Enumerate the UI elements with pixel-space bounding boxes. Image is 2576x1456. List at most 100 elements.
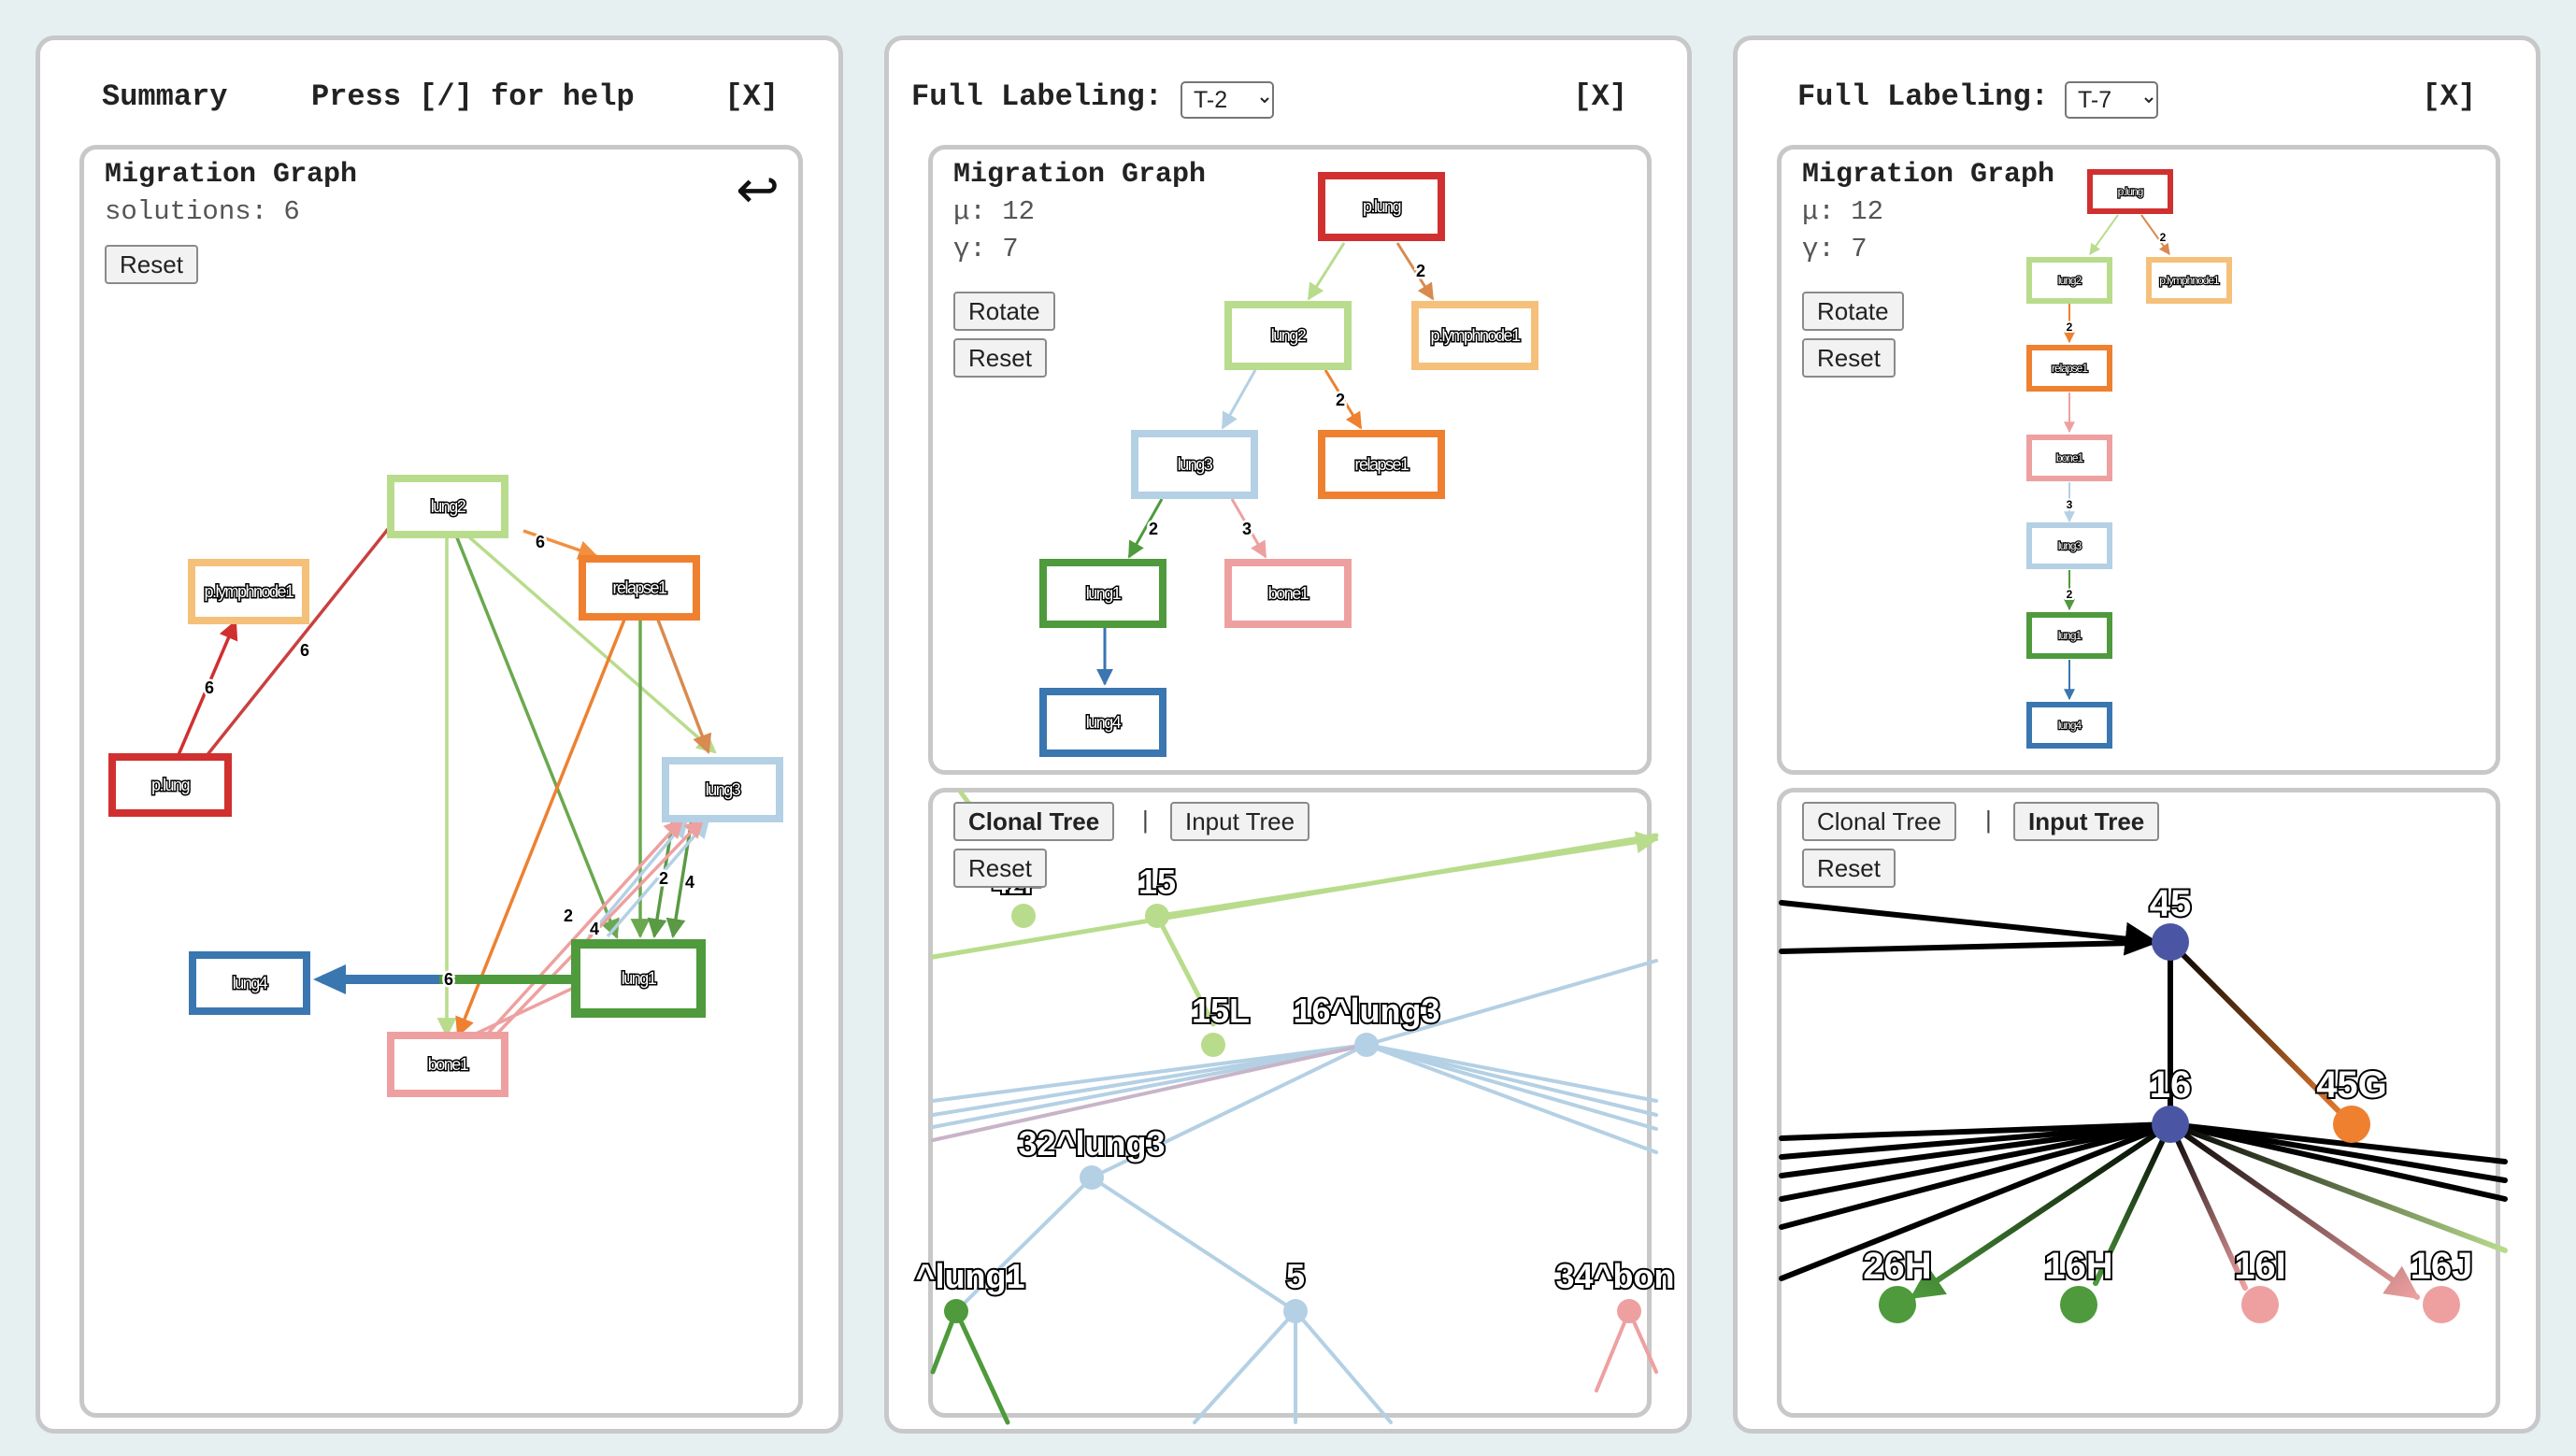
tree-box: Clonal Tree | Input Tree Reset (1777, 788, 2508, 1418)
full-labeling-label: Full Labeling: (1797, 79, 2049, 114)
tree-node-label: 26H (1863, 1246, 1931, 1287)
tree-node[interactable] (1283, 1299, 1308, 1323)
close-button[interactable]: [X] (1573, 79, 1627, 114)
tree-node[interactable] (2333, 1106, 2370, 1143)
migration-graph-box: Migration Graph μ: 12 γ: 7 Rotate Reset … (928, 145, 1652, 775)
graph-edge (176, 620, 238, 758)
mu-value: μ: 12 (1802, 196, 1884, 227)
tree-node[interactable] (2060, 1286, 2097, 1323)
labeling-select[interactable]: T-2 (1181, 81, 1274, 119)
graph-edge (1230, 498, 1267, 559)
node-lung3[interactable] (662, 757, 783, 822)
node-label: bone1 (428, 1055, 469, 1074)
graph-edge (1127, 498, 1164, 559)
node-plung[interactable] (108, 753, 232, 817)
tree-edge (1779, 1121, 2173, 1141)
tree-node[interactable] (2152, 923, 2189, 961)
tree-node-label: 16 (2150, 1064, 2192, 1106)
graph-edge (465, 534, 717, 754)
node-relapse[interactable] (579, 555, 700, 621)
tree-node[interactable] (1080, 1165, 1104, 1190)
tree-node[interactable] (1145, 904, 1169, 928)
migration-graph-canvas: 2 2 3 2 p.lung lung2 p.lymphnode1 relaps… (2026, 169, 2232, 749)
edge-label: 2 (564, 906, 573, 925)
tab-input-tree[interactable]: Input Tree (1170, 802, 1310, 841)
node-bone1[interactable] (2026, 435, 2112, 481)
tree-node[interactable] (944, 1299, 968, 1323)
full-labeling-label: Full Labeling: (911, 79, 1163, 114)
reset-button[interactable]: Reset (953, 849, 1047, 888)
reset-button[interactable]: Reset (953, 338, 1047, 378)
tree-edge (1090, 1043, 1368, 1179)
tree-node[interactable] (2241, 1286, 2279, 1323)
tree-edge (1779, 1121, 2173, 1230)
node-label: p.lymphnode1 (1430, 326, 1521, 345)
node-plung[interactable] (1318, 172, 1445, 241)
tree-node[interactable] (1617, 1299, 1641, 1323)
graph-edge (522, 529, 598, 560)
close-button[interactable]: [X] (724, 79, 779, 114)
tree-node-label: 45G (2316, 1064, 2387, 1106)
node-bone1[interactable] (1224, 559, 1352, 628)
tree-edge (2168, 1121, 2248, 1291)
graph-edge (1324, 369, 1363, 430)
tree-edge (1155, 831, 1659, 918)
tab-divider: | (1985, 806, 1992, 834)
node-lung3[interactable] (2026, 522, 2112, 569)
edge-label: 6 (536, 533, 545, 551)
node-label: lung1 (2058, 629, 2082, 642)
labeling-select[interactable]: T-7 (2065, 81, 2158, 119)
node-bone1[interactable] (387, 1032, 508, 1097)
edge-label: 2 (1149, 520, 1158, 538)
node-label: relapse1 (2052, 362, 2088, 375)
node-lung4[interactable] (189, 951, 310, 1015)
graph-edge (455, 614, 628, 1037)
edge-label: 6 (300, 641, 309, 660)
tree-edge (2168, 1121, 2508, 1253)
tree-edge (1090, 1176, 1297, 1313)
node-lymph[interactable] (188, 559, 309, 624)
node-lung4[interactable] (2026, 702, 2112, 749)
reset-button[interactable]: Reset (1802, 849, 1896, 888)
tab-clonal-tree[interactable]: Clonal Tree (1802, 802, 1956, 841)
node-relapse[interactable] (2026, 345, 2112, 392)
tree-node-label: 34^bon (1555, 1257, 1674, 1295)
node-relapse[interactable] (1318, 430, 1445, 499)
tree-node[interactable] (1354, 1033, 1379, 1057)
tree-box: Clonal Tree | Input Tree Reset (913, 788, 1677, 1425)
rotate-button[interactable]: Rotate (1802, 292, 1904, 331)
edge-label: 2 (2067, 588, 2073, 601)
node-lung2[interactable] (387, 475, 508, 538)
rotate-button[interactable]: Rotate (953, 292, 1055, 331)
node-lung3[interactable] (1131, 430, 1258, 499)
node-label: lung3 (706, 780, 741, 799)
close-button[interactable]: [X] (2422, 79, 2476, 114)
tree-edge (954, 1176, 1094, 1313)
tree-edge (1154, 913, 1216, 1027)
node-lymph[interactable] (1411, 301, 1538, 370)
node-label: lung2 (2058, 274, 2082, 287)
tree-node[interactable] (2423, 1286, 2460, 1323)
node-lung1[interactable] (2026, 612, 2112, 659)
node-lung1[interactable] (1039, 559, 1166, 628)
node-lung4[interactable] (1039, 688, 1166, 757)
migration-graph-box: Migration Graph solutions: 6 Reset ↩ (79, 145, 803, 1418)
reset-button[interactable]: Reset (105, 245, 198, 284)
reset-button[interactable]: Reset (1802, 338, 1896, 378)
labeling-panel-2: Full Labeling: T-7 [X] Migration Graph μ… (1733, 36, 2540, 1434)
node-plung[interactable] (2087, 169, 2173, 214)
tree-node[interactable] (1879, 1286, 1916, 1323)
node-lung1[interactable] (571, 939, 706, 1018)
graph-edge (654, 614, 712, 754)
node-lung2[interactable] (1224, 301, 1352, 370)
solutions-count: solutions: 6 (105, 196, 300, 227)
node-lymph[interactable] (2146, 257, 2232, 304)
tree-node[interactable] (1201, 1033, 1225, 1057)
tab-clonal-tree[interactable]: Clonal Tree (953, 802, 1115, 841)
help-hint: Press [/] for help (311, 79, 635, 114)
tree-node[interactable] (1011, 904, 1036, 928)
tree-node[interactable] (2152, 1106, 2189, 1143)
return-arrow-icon[interactable]: ↩ (736, 160, 780, 219)
tab-input-tree[interactable]: Input Tree (2013, 802, 2160, 841)
node-lung2[interactable] (2026, 257, 2112, 304)
